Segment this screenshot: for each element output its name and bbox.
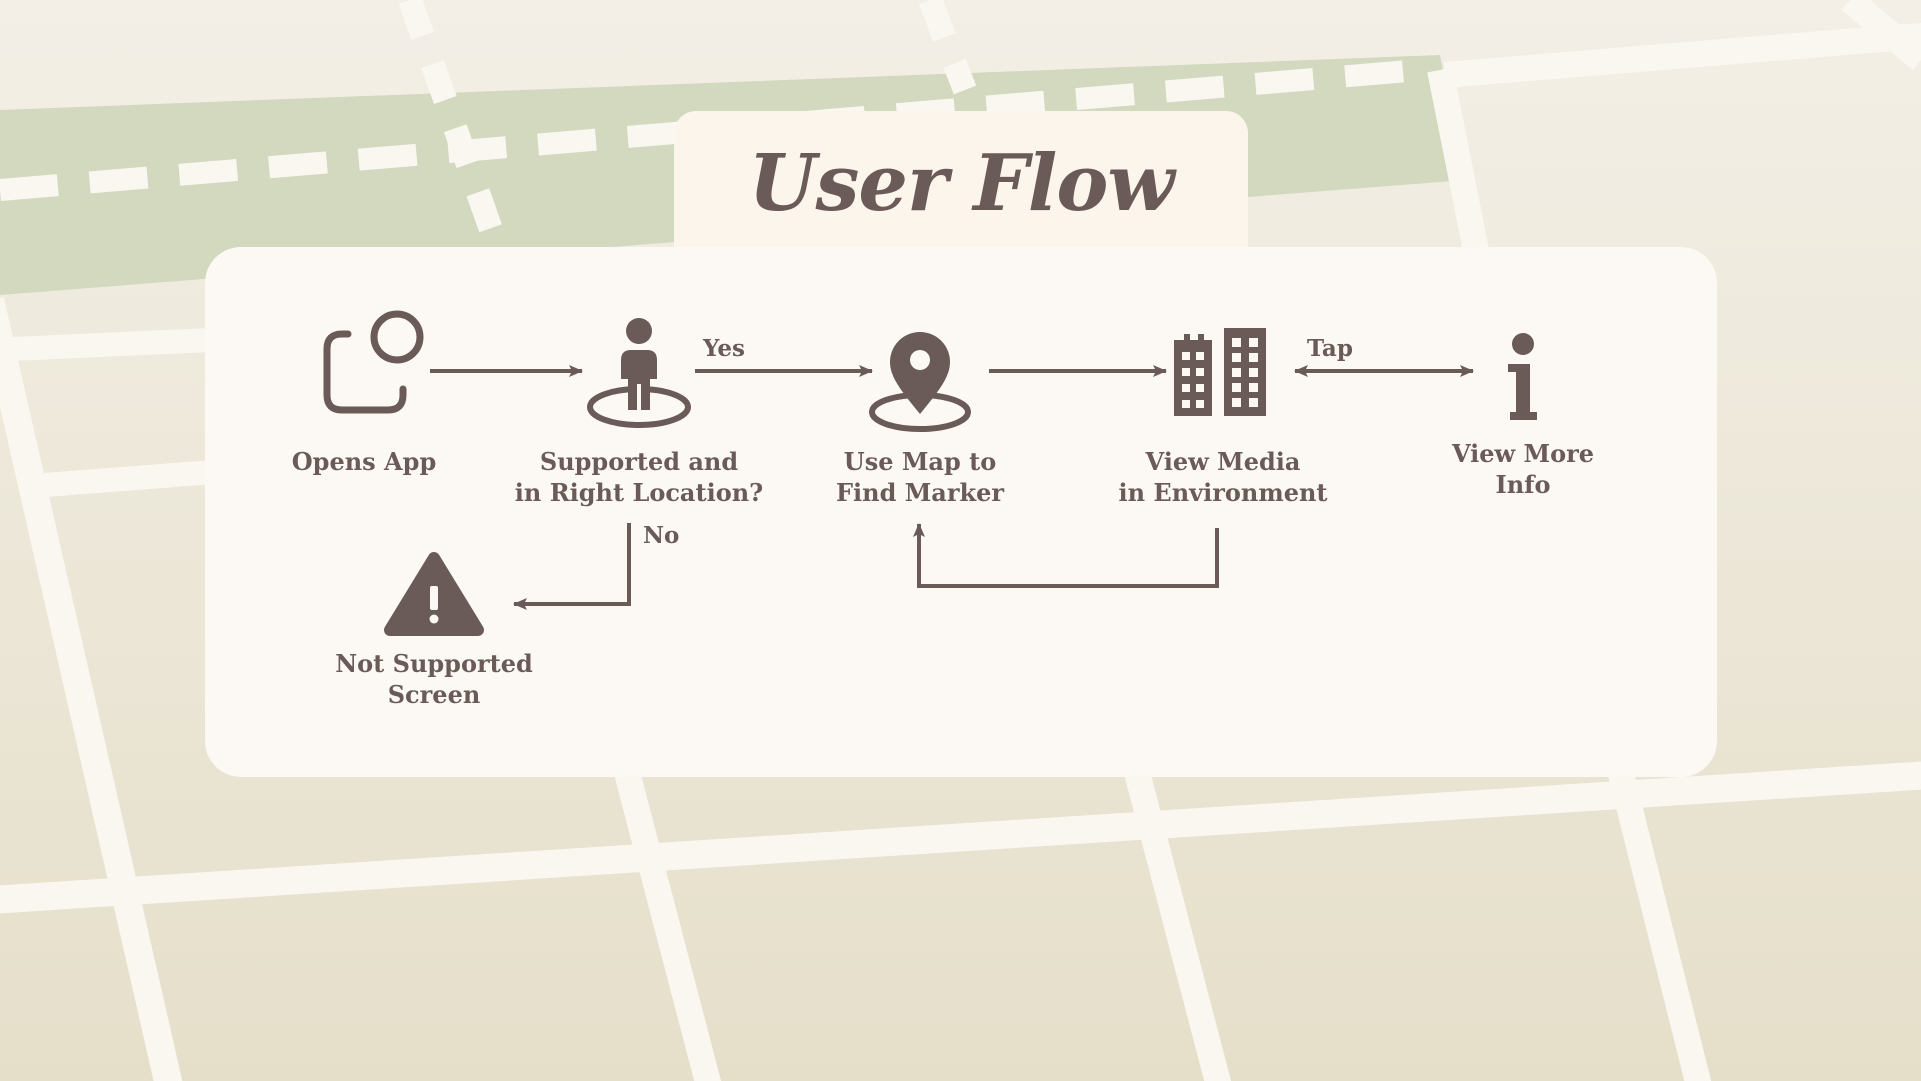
road xyxy=(0,59,1421,201)
node-view-info-label: View More Info xyxy=(1451,439,1595,499)
arrow-media-back-to-map xyxy=(913,523,1219,588)
person-location-icon xyxy=(587,318,691,428)
node-opens-app-label: Opens App xyxy=(291,447,437,476)
buildings-icon xyxy=(1174,328,1266,416)
info-icon xyxy=(1508,333,1537,420)
road xyxy=(398,0,512,259)
road xyxy=(0,328,211,362)
road xyxy=(1443,22,1921,88)
node-view-media-label: View Media in Environment xyxy=(1118,447,1328,507)
road xyxy=(1841,0,1921,70)
map-pin-icon xyxy=(869,332,971,432)
edge-label-tap: Tap xyxy=(1307,335,1353,362)
road xyxy=(918,0,977,95)
warning-icon xyxy=(384,552,484,636)
app-icon xyxy=(323,310,424,414)
page-title: User Flow xyxy=(748,138,1175,229)
node-supported-label: Supported and in Right Location? xyxy=(514,447,764,507)
road xyxy=(0,761,1921,914)
flow-panel xyxy=(205,247,1717,777)
road xyxy=(0,296,183,1081)
edge-label-yes: Yes xyxy=(703,335,746,362)
node-not-supported-label: Not Supported Screen xyxy=(335,649,533,709)
road xyxy=(1427,67,1493,273)
road xyxy=(612,761,722,1081)
edge-label-no: No xyxy=(643,522,680,549)
road xyxy=(1607,766,1712,1081)
road xyxy=(1122,761,1232,1081)
arrow-supported-to-not-supported xyxy=(513,523,631,610)
node-use-map-label: Use Map to Find Marker xyxy=(835,447,1005,507)
